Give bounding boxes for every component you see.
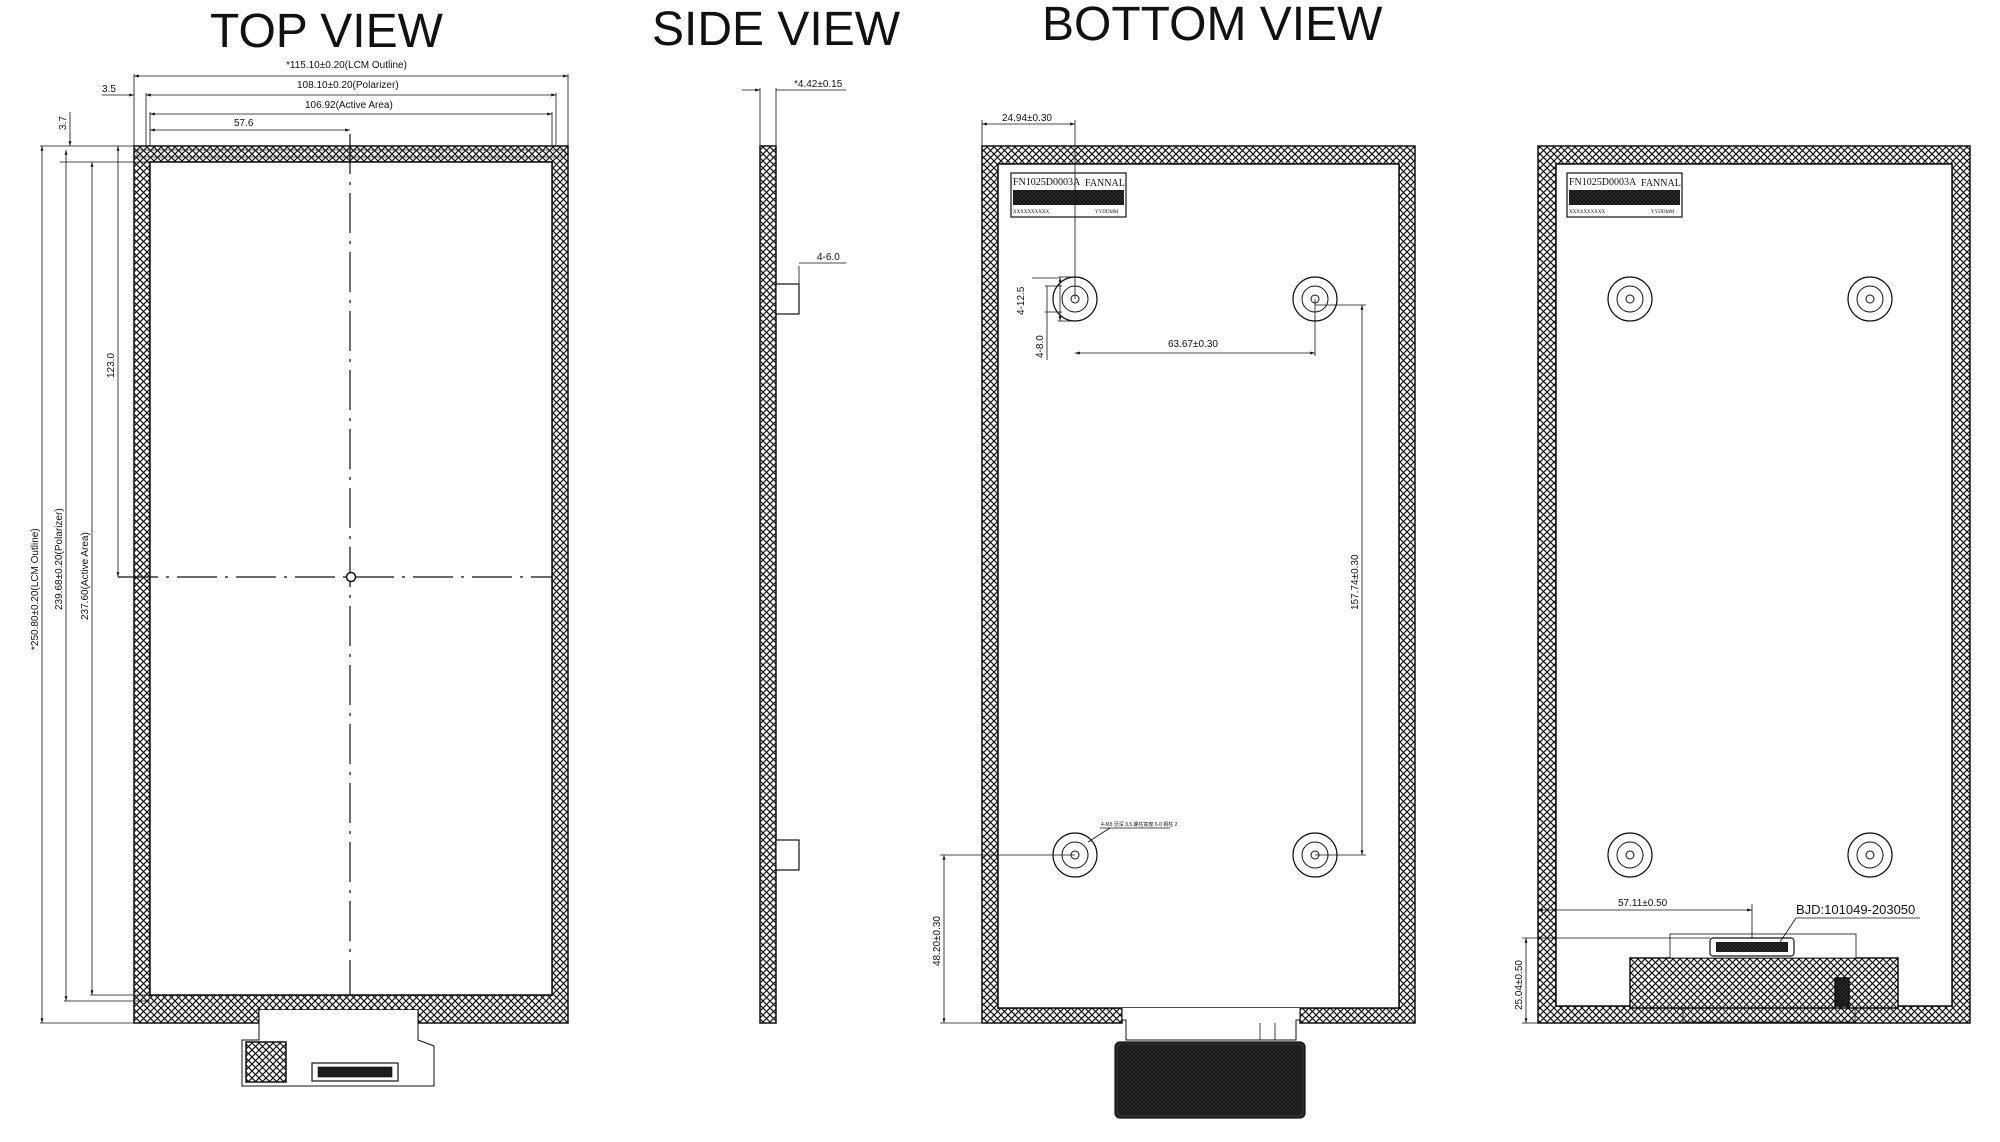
side-body — [759, 145, 777, 1024]
barcode — [1013, 190, 1124, 205]
dim-center-y: 123.0 — [106, 353, 117, 378]
mount-hole-2-tr — [1847, 276, 1893, 322]
label-serial-2: XXXXXXXXXX — [1569, 210, 1605, 215]
fpc-component — [245, 1041, 287, 1083]
label-model-2: FN1025D0003A — [1569, 177, 1637, 188]
dim-conn-offset-x: 57.11±0.50 — [1618, 898, 1668, 909]
dim-hole-offset-y: 48.20±0.30 — [932, 916, 943, 966]
side-view: *4.42±0.15 4-6.0 — [742, 79, 846, 1024]
folded-fpc — [1629, 957, 1899, 1009]
side-boss-bottom — [775, 839, 800, 871]
label-brand-2: FANNAL — [1641, 178, 1681, 189]
label-code: YYDDMM — [1095, 210, 1119, 215]
mount-hole-2-bl — [1607, 832, 1653, 878]
dim-thickness: *4.42±0.15 — [794, 79, 843, 90]
dim-hole-spacing-x: 63.67±0.30 — [1168, 339, 1218, 350]
center-mark — [345, 571, 357, 583]
dim-conn-offset-y: 25.04±0.50 — [1514, 960, 1525, 1010]
label-model: FN1025D0003A — [1013, 177, 1081, 188]
barcode-2 — [1569, 190, 1680, 205]
bottom-view-1: FN1025D0003A FANNAL XXXXXXXXXX YYDDMM — [932, 113, 1416, 1119]
connector-part-label: BJD:101049-203050 — [1796, 902, 1915, 917]
dim-hole-dia-inner: 4-8.0 — [1035, 335, 1046, 358]
dim-lcm-outline-height: *250.80±0.20(LCM Outline) — [30, 528, 41, 650]
dim-offset-y: 3.7 — [58, 116, 69, 130]
product-label-1: FN1025D0003A FANNAL XXXXXXXXXX YYDDMM — [1010, 172, 1127, 218]
dim-offset-x: 3.5 — [102, 84, 116, 95]
dim-polarizer-width: 108.10±0.20(Polarizer) — [297, 80, 399, 91]
hole-note: 4-M3 牙深 3.5 螺柱高度 6.0 铜柱 2 — [1101, 821, 1178, 828]
dim-boss-height: 4-6.0 — [817, 252, 840, 263]
label-code-2: YYDDMM — [1651, 210, 1675, 215]
dim-center-x: 57.6 — [234, 118, 254, 129]
bottom-view-title: BOTTOM VIEW — [1042, 0, 1383, 51]
dim-polarizer-height: 239.68±0.20(Polarizer) — [54, 508, 65, 610]
side-boss-top — [775, 283, 800, 315]
dim-lcm-outline-width: *115.10±0.20(LCM Outline) — [286, 60, 407, 71]
product-label-2: FN1025D0003A FANNAL XXXXXXXXXX YYDDMM — [1566, 172, 1683, 218]
mount-hole-2-tl — [1607, 276, 1653, 322]
dim-hole-offset-x: 24.94±0.30 — [1002, 113, 1052, 124]
dim-active-area-width: 106.92(Active Area) — [305, 100, 393, 111]
label-serial: XXXXXXXXXX — [1013, 210, 1049, 215]
mount-hole-2-br — [1847, 832, 1893, 878]
dim-active-area-height: 237.60(Active Area) — [80, 532, 91, 620]
label-brand: FANNAL — [1085, 178, 1125, 189]
top-view: *115.10±0.20(LCM Outline) 108.10±0.20(Po… — [30, 60, 569, 1087]
dim-hole-spacing-y: 157.74±0.30 — [1350, 554, 1361, 610]
dim-hole-dia-outer: 4-12.5 — [1016, 286, 1027, 315]
top-view-title: TOP VIEW — [210, 5, 444, 58]
side-view-title: SIDE VIEW — [652, 3, 901, 56]
bottom-view-2: FN1025D0003A FANNAL XXXXXXXXXX YYDDMM — [1514, 145, 1971, 1024]
